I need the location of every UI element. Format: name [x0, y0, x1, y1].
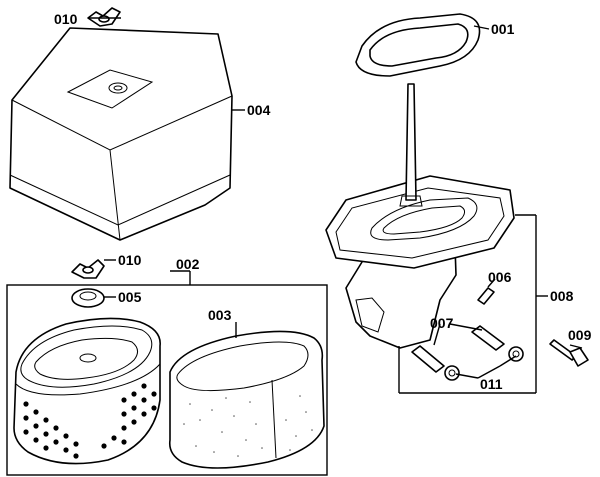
callout-002: 002	[176, 256, 200, 272]
gasket	[355, 13, 481, 77]
wing-nut-icon	[87, 7, 121, 27]
leader-lines	[88, 17, 583, 394]
grommet	[71, 288, 105, 308]
foam-texture	[183, 395, 313, 457]
callout-011: 011	[480, 376, 503, 392]
air-cleaner-base	[325, 83, 515, 349]
callout-008: 008	[550, 288, 574, 304]
air-cleaner-cover	[9, 27, 233, 241]
callout-006: 006	[488, 269, 512, 285]
pre-cleaner-foam	[168, 330, 325, 469]
callout-001: 001	[491, 21, 515, 37]
wing-nut-icon-2	[71, 259, 105, 279]
callout-005: 005	[118, 289, 142, 305]
bolt	[549, 339, 589, 367]
filter-holes	[23, 383, 157, 459]
callout-010-top: 010	[54, 11, 78, 27]
air-filter-element	[13, 317, 161, 465]
tube-parts	[411, 325, 505, 373]
element-assembly-box	[6, 284, 328, 476]
callout-007: 007	[430, 315, 454, 331]
callout-010-bottom: 010	[118, 252, 142, 268]
callout-003: 003	[208, 307, 232, 323]
breather-tube	[477, 287, 495, 305]
callout-004: 004	[247, 102, 271, 118]
callout-009: 009	[568, 327, 592, 343]
